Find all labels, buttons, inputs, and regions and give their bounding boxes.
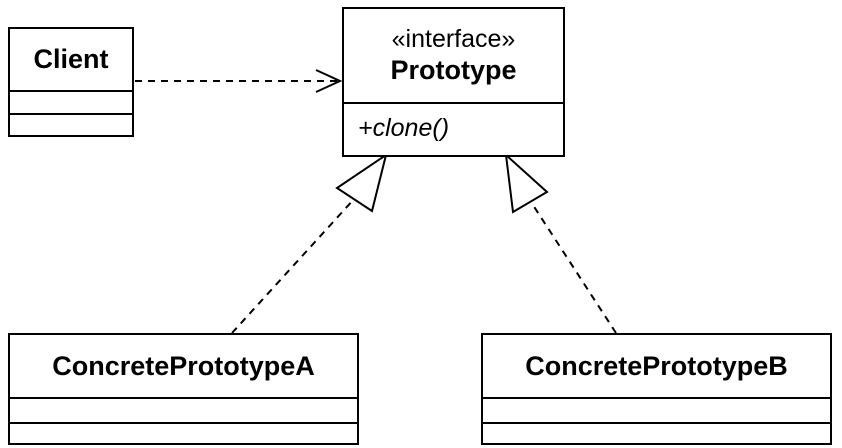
interface-stereotype-label: «interface»	[391, 25, 516, 53]
concrete-b-class-name: ConcretePrototypeB	[525, 350, 788, 381]
prototype-class-name: Prototype	[390, 55, 517, 85]
realization-hollow-arrowhead-a	[335, 152, 388, 213]
concrete-b-attributes-compartment	[483, 399, 830, 424]
concrete-prototype-b-class[interactable]: ConcretePrototypeB	[481, 333, 832, 445]
client-name-section: Client	[10, 29, 132, 92]
concrete-b-methods-compartment	[483, 424, 830, 443]
client-class[interactable]: Client	[8, 27, 134, 137]
concrete-a-class-name: ConcretePrototypeA	[52, 350, 315, 381]
concrete-a-realization-line	[231, 197, 356, 334]
client-methods-compartment	[10, 115, 132, 135]
client-attributes-compartment	[10, 92, 132, 115]
concrete-b-name-section: ConcretePrototypeB	[483, 335, 830, 399]
prototype-interface-class[interactable]: «interface» Prototype +clone()	[342, 7, 565, 157]
client-class-name: Client	[33, 44, 109, 74]
prototype-clone-method: +clone()	[358, 114, 450, 142]
prototype-name-section: «interface» Prototype	[344, 9, 563, 104]
concrete-prototype-a-class[interactable]: ConcretePrototypeA	[8, 333, 359, 445]
concrete-a-attributes-compartment	[10, 399, 357, 424]
realization-hollow-arrowhead-b	[504, 152, 549, 214]
dependency-open-arrowhead	[315, 69, 343, 93]
concrete-a-methods-compartment	[10, 424, 357, 443]
concrete-b-realization-line	[530, 201, 617, 334]
concrete-a-name-section: ConcretePrototypeA	[10, 335, 357, 399]
